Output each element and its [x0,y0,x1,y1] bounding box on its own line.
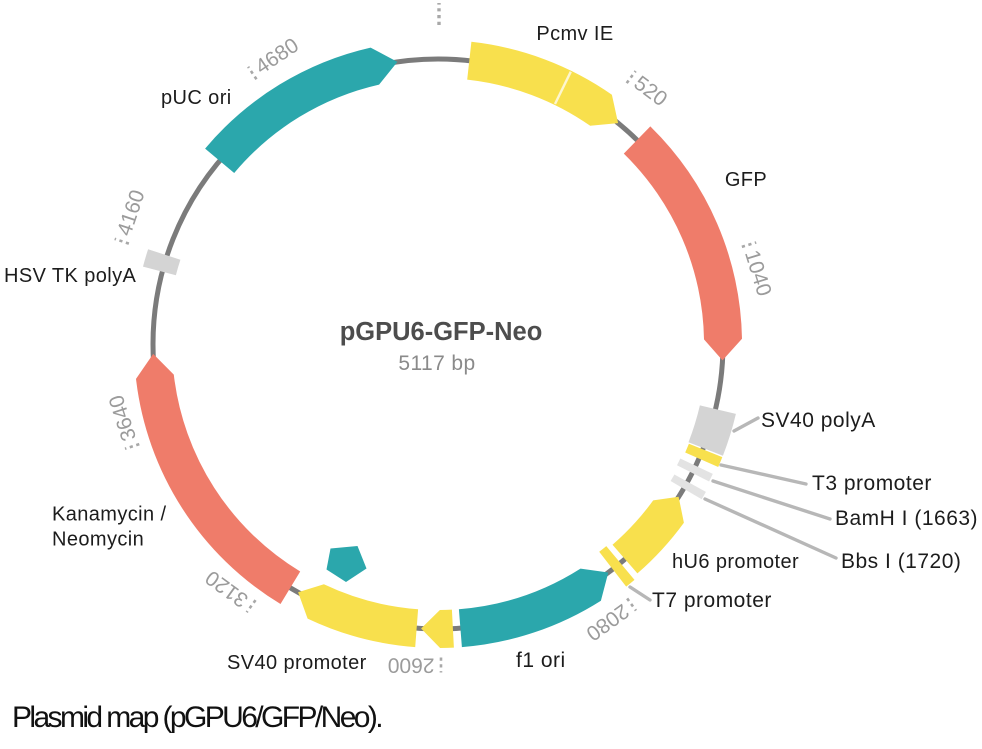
svg-text:HSV TK polyA: HSV TK polyA [4,265,137,287]
svg-text:SV40 promoter: SV40 promoter [227,652,367,674]
svg-text:Plasmid map (pGPU6/GFP/Neo).: Plasmid map (pGPU6/GFP/Neo). [12,701,381,734]
svg-text:T3 promoter: T3 promoter [812,472,932,495]
svg-text:1040: 1040 [740,247,776,298]
svg-text:Pcmv IE: Pcmv IE [536,23,613,45]
svg-text:Kanamycin /: Kanamycin / [52,504,166,526]
svg-text:2600: 2600 [388,653,435,676]
svg-text:520: 520 [630,72,672,111]
svg-text:3640: 3640 [105,392,141,444]
svg-text:Bbs I (1720): Bbs I (1720) [841,550,961,573]
svg-text:5117 bp: 5117 bp [398,352,475,375]
svg-text:4680: 4680 [251,34,303,79]
svg-text:f1 ori: f1 ori [516,649,566,672]
svg-text:hU6 promoter: hU6 promoter [672,551,799,573]
svg-text:SV40 polyA: SV40 polyA [761,409,876,432]
svg-text:BamH I (1663): BamH I (1663) [835,507,978,530]
svg-text:T7 promoter: T7 promoter [652,589,772,612]
svg-text:pGPU6-GFP-Neo: pGPU6-GFP-Neo [340,318,543,346]
svg-text:Neomycin: Neomycin [52,529,144,551]
svg-text:pUC ori: pUC ori [161,87,232,109]
svg-text:GFP: GFP [725,169,767,191]
svg-text:4160: 4160 [113,187,150,239]
